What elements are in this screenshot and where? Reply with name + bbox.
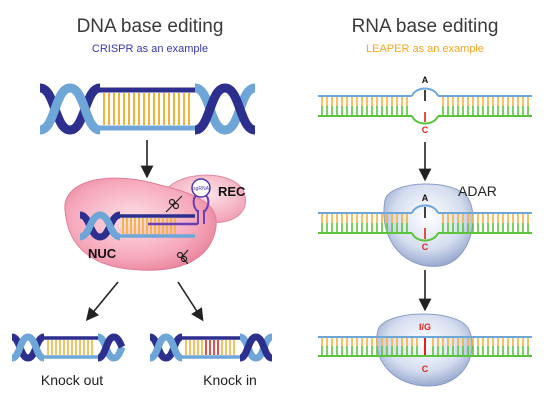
base-a-label: A [422, 193, 429, 203]
base-c-label: C [422, 364, 429, 374]
rna-duplex-2: A C ADAR [318, 183, 532, 267]
base-a-label: A [422, 75, 429, 85]
adar-label: ADAR [458, 183, 497, 199]
inserted-bases [205, 340, 219, 355]
sgrna-hairpin: sgRNA [191, 178, 211, 224]
crispr-complex: sgRNA REC NUC [64, 174, 246, 271]
nuc-label: NUC [88, 246, 117, 261]
dna-subtitle: CRISPR as an example [92, 43, 208, 55]
dna-title: DNA base editing [77, 16, 224, 37]
dna-helix-top [38, 83, 257, 135]
base-ig-label: I/G [419, 322, 431, 332]
base-c-label: C [422, 125, 429, 135]
rna-duplex-3: I/G C [318, 313, 532, 387]
adar-enzyme [383, 183, 474, 267]
base-c-label: C [422, 242, 429, 252]
knock-in-arrow [177, 281, 204, 322]
knock-out-helix [10, 333, 126, 362]
rna-title: RNA base editing [352, 16, 499, 37]
sgrna-label: sgRNA [193, 186, 210, 192]
knock-in-label: Knock in [203, 372, 257, 388]
nuc-domain [64, 177, 217, 271]
knock-in-helix [148, 333, 274, 362]
knock-out-arrow [85, 281, 119, 321]
scissors-icon [176, 249, 189, 265]
rna-duplex-1: A C [318, 75, 532, 135]
knock-out-label: Knock out [41, 372, 103, 388]
rna-subtitle: LEAPER as an example [366, 43, 484, 55]
rec-label: REC [218, 184, 246, 199]
scissors-icon [165, 195, 183, 213]
